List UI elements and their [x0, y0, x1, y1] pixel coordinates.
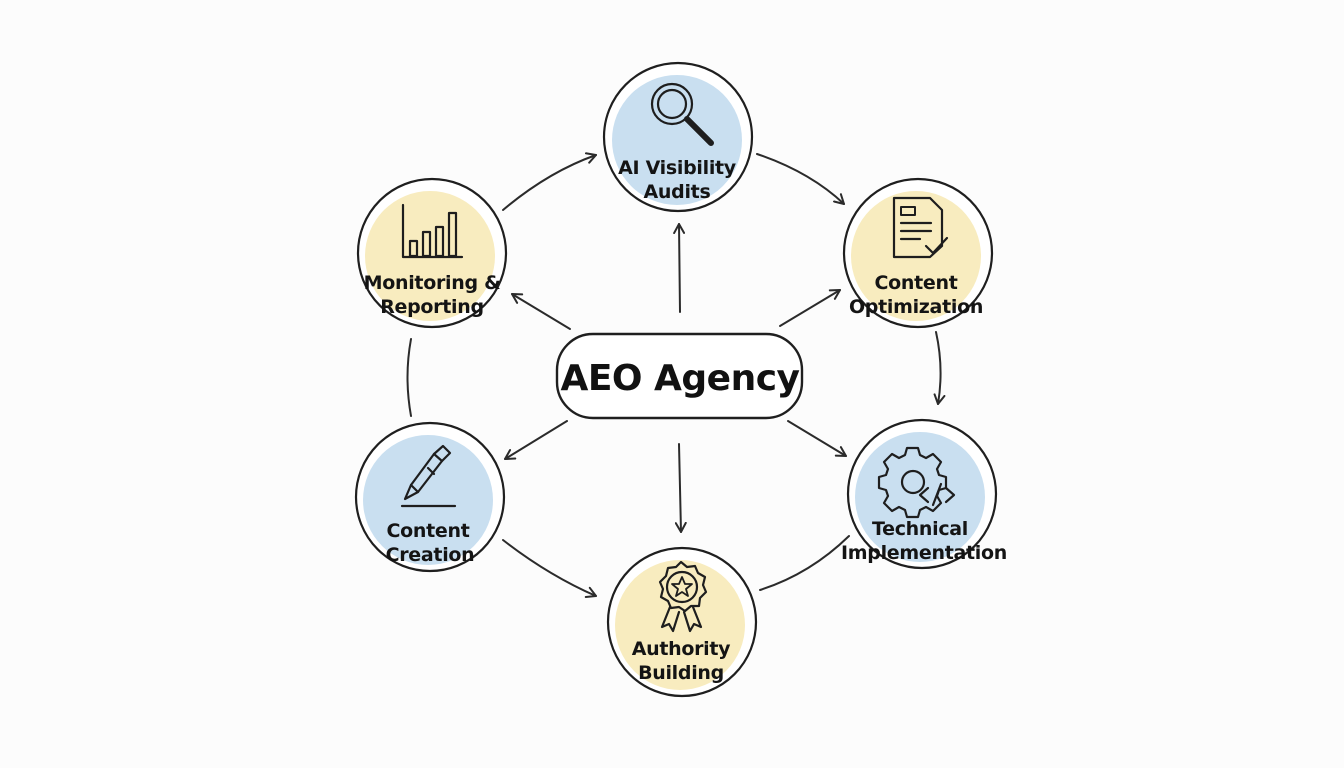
node-label-line2: Reporting: [380, 296, 484, 318]
bar-chart-icon: [401, 203, 464, 259]
pen-icon: [400, 444, 457, 508]
node-label-line2: Building: [638, 662, 724, 684]
connector-technical-implementation-to-authority-building: [759, 535, 850, 591]
node-fill: [615, 560, 745, 690]
arrow-hub-to-monitoring-reporting: [511, 293, 571, 330]
node-label-line1: Content: [874, 272, 957, 294]
center-hub-label: AEO Agency: [560, 358, 799, 399]
node-label-line1: Content: [386, 520, 469, 542]
node-label-line1: Monitoring &: [364, 272, 501, 294]
node-label-line2: Implementation: [841, 542, 1007, 564]
arrow-content-creation-to-authority-building: [502, 539, 597, 598]
node-ai-visibility-audits: AI Visibility Audits: [602, 61, 754, 213]
node-label-line1: Authority: [632, 638, 731, 660]
node-monitoring-reporting: Monitoring & Reporting: [356, 177, 508, 329]
arrow-monitoring-reporting-to-ai-visibility: [502, 152, 597, 211]
gear-code-icon: [877, 446, 956, 519]
center-hub: AEO Agency: [555, 332, 804, 420]
node-fill: [855, 432, 985, 562]
node-authority-building: Authority Building: [606, 546, 758, 698]
arrow-ai-visibility-to-content-optimization: [756, 153, 845, 205]
award-badge-icon: [658, 560, 708, 633]
node-fill: [612, 75, 742, 205]
arrow-hub-to-ai-visibility-audits: [673, 223, 686, 313]
arrow-hub-to-content-optimization: [779, 289, 841, 327]
magnifying-glass-icon: [650, 82, 714, 146]
node-content-optimization: Content Optimization: [842, 177, 994, 329]
connector-content-creation-to-monitoring-reporting: [406, 338, 412, 417]
node-label-line2: Audits: [644, 181, 711, 203]
node-technical-implementation: Technical Implementation: [841, 418, 1007, 570]
node-content-creation: Content Creation: [354, 421, 506, 573]
document-check-icon: [892, 196, 949, 259]
arrow-content-optimization-to-technical-implementation: [933, 331, 946, 405]
node-label-line2: Optimization: [849, 296, 983, 318]
node-label-line1: AI Visibility: [618, 157, 737, 179]
node-fill: [363, 435, 493, 565]
arrow-hub-to-authority-building: [674, 443, 687, 533]
node-label-line2: Creation: [386, 544, 475, 566]
connectors: [406, 152, 946, 598]
arrow-hub-to-content-creation: [504, 420, 568, 460]
node-label-line1: Technical: [872, 518, 968, 540]
arrow-hub-to-technical-implementation: [787, 420, 847, 457]
